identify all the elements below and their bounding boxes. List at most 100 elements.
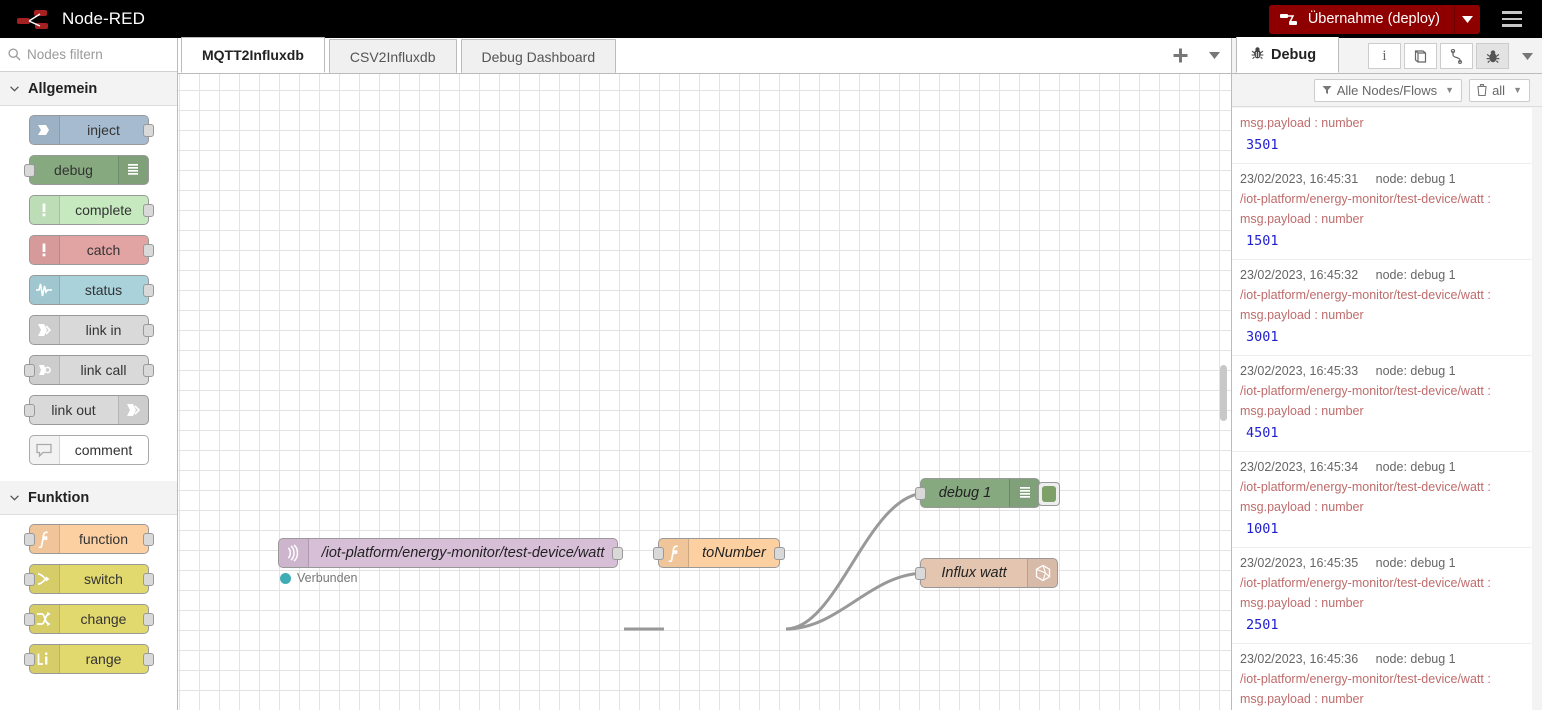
debug-message[interactable]: msg.payload : number 3501: [1232, 108, 1533, 164]
debug-message[interactable]: 23/02/2023, 16:45:36 node: debug 1 /iot-…: [1232, 644, 1533, 710]
palette-category-funktion[interactable]: Funktion: [0, 481, 177, 515]
palette-category-allgemein[interactable]: Allgemein: [0, 72, 177, 106]
debug-value: 1001: [1246, 521, 1279, 537]
palette-node-status[interactable]: status: [28, 275, 154, 305]
tab-debug[interactable]: Debug: [1236, 37, 1340, 73]
tab-debug-label: Debug: [1271, 46, 1317, 63]
palette-node-label: status: [84, 282, 123, 298]
palette-node-link-call[interactable]: link call: [23, 355, 154, 385]
palette-node-comment[interactable]: comment: [28, 435, 149, 465]
debug-clear-dropdown[interactable]: all ▼: [1469, 78, 1530, 102]
caret-down-icon: [1208, 51, 1220, 59]
caret-down-icon: ▼: [1513, 85, 1522, 95]
config-nodes-icon[interactable]: [1440, 43, 1473, 69]
debug-panel-icon[interactable]: [1476, 43, 1509, 69]
palette-node-link-in[interactable]: link in: [28, 315, 154, 345]
flow-tab-CSV2Influxdb[interactable]: CSV2Influxdb: [328, 39, 457, 73]
debug-property: msg.payload : number: [1240, 116, 1364, 130]
debug-message[interactable]: 23/02/2023, 16:45:34 node: debug 1 /iot-…: [1232, 452, 1533, 548]
debug-message-list[interactable]: msg.payload : number 3501 23/02/2023, 16…: [1232, 108, 1542, 710]
node-output-port[interactable]: [142, 573, 154, 586]
debug-message[interactable]: 23/02/2023, 16:45:33 node: debug 1 /iot-…: [1232, 356, 1533, 452]
node-input-port[interactable]: [23, 573, 35, 586]
debug-timestamp: 23/02/2023, 16:45:33: [1240, 364, 1359, 378]
node-input-port[interactable]: [915, 567, 926, 580]
palette-node-debug[interactable]: debug: [23, 155, 149, 185]
flow-tab-label: Debug Dashboard: [481, 48, 596, 65]
node-output-port[interactable]: [142, 244, 154, 257]
node-input-port[interactable]: [23, 533, 35, 546]
palette-node-range[interactable]: range: [23, 644, 154, 674]
debug-message-meta: 23/02/2023, 16:45:36 node: debug 1: [1240, 649, 1525, 669]
palette-category-body: function switch change range: [0, 515, 177, 690]
palette-search[interactable]: [0, 38, 177, 72]
link-out-icon: [117, 396, 148, 424]
deploy-options-button[interactable]: [1454, 4, 1480, 34]
palette-node-label: range: [85, 651, 122, 667]
node-output-port[interactable]: [142, 204, 154, 217]
debug-output-toggle[interactable]: [1038, 482, 1060, 506]
palette-node-change[interactable]: change: [23, 604, 154, 634]
palette-node-label: change: [80, 611, 127, 627]
main-menu-button[interactable]: [1490, 0, 1534, 38]
node-output-port[interactable]: [142, 613, 154, 626]
trash-icon: [1477, 84, 1487, 96]
node-input-port[interactable]: [23, 364, 35, 377]
debug-timestamp: 23/02/2023, 16:45:36: [1240, 652, 1359, 666]
node-input-port[interactable]: [653, 547, 664, 560]
node-input-port[interactable]: [915, 487, 926, 500]
deploy-button[interactable]: Übernahme (deploy): [1268, 4, 1454, 34]
flow-node-mqtt-in[interactable]: /iot-platform/energy-monitor/test-device…: [278, 538, 623, 568]
node-output-port[interactable]: [142, 324, 154, 337]
node-input-port[interactable]: [23, 653, 35, 666]
debug-message[interactable]: 23/02/2023, 16:45:35 node: debug 1 /iot-…: [1232, 548, 1533, 644]
node-input-port[interactable]: [23, 613, 35, 626]
palette-node-catch[interactable]: catch: [28, 235, 154, 265]
flow-node-to-number[interactable]: toNumber: [653, 538, 785, 568]
palette-node-switch[interactable]: switch: [23, 564, 154, 594]
search-input[interactable]: [27, 47, 167, 62]
flow-tab-MQTT2Influxdb[interactable]: MQTT2Influxdb: [181, 37, 325, 73]
link-in-icon: [29, 316, 60, 344]
palette-node-label: link in: [85, 322, 122, 338]
sidebar-more-button[interactable]: [1512, 43, 1542, 69]
flow-canvas[interactable]: /iot-platform/energy-monitor/test-device…: [178, 74, 1231, 710]
palette-category-label: Funktion: [28, 489, 90, 506]
debug-topic: /iot-platform/energy-monitor/test-device…: [1240, 576, 1491, 590]
add-flow-button[interactable]: [1163, 37, 1197, 73]
help-book-icon[interactable]: [1404, 43, 1437, 69]
debug-message-meta: 23/02/2023, 16:45:31 node: debug 1: [1240, 169, 1525, 189]
flow-list-button[interactable]: [1197, 37, 1231, 73]
debug-message-meta: 23/02/2023, 16:45:34 node: debug 1: [1240, 457, 1525, 477]
canvas-vertical-scrollbar[interactable]: [1220, 365, 1227, 421]
palette-node-function[interactable]: function: [23, 524, 154, 554]
node-input-port[interactable]: [23, 164, 35, 177]
exclamation-icon: [29, 236, 60, 264]
debug-topic: /iot-platform/energy-monitor/test-device…: [1240, 288, 1491, 302]
debug-filter-dropdown[interactable]: Alle Nodes/Flows ▼: [1313, 78, 1463, 102]
debug-message[interactable]: 23/02/2023, 16:45:31 node: debug 1 /iot-…: [1232, 164, 1533, 260]
debug-scrollbar[interactable]: [1532, 108, 1542, 710]
info-icon[interactable]: i: [1368, 43, 1401, 69]
flow-node-influx-watt[interactable]: Influx watt: [915, 558, 1058, 588]
debug-property: msg.payload : number: [1240, 212, 1364, 226]
debug-message[interactable]: 23/02/2023, 16:45:32 node: debug 1 /iot-…: [1232, 260, 1533, 356]
palette-node-link-out[interactable]: link out: [23, 395, 149, 425]
app-header: Node-RED Übernahme (deploy): [0, 0, 1542, 38]
flow-tab-Debug-Dashboard[interactable]: Debug Dashboard: [460, 39, 617, 73]
plus-icon: [1173, 48, 1187, 62]
flow-node-debug-1[interactable]: debug 1: [915, 478, 1060, 508]
chevron-down-icon: [10, 492, 19, 504]
node-input-port[interactable]: [23, 404, 35, 417]
node-output-port[interactable]: [142, 284, 154, 297]
node-output-port[interactable]: [612, 547, 623, 560]
node-output-port[interactable]: [142, 533, 154, 546]
palette-node-inject[interactable]: inject: [28, 115, 154, 145]
deploy-label: Übernahme (deploy): [1307, 11, 1440, 27]
node-output-port[interactable]: [774, 547, 785, 560]
node-output-port[interactable]: [142, 653, 154, 666]
node-output-port[interactable]: [142, 364, 154, 377]
palette-node-complete[interactable]: complete: [28, 195, 154, 225]
node-output-port[interactable]: [142, 124, 154, 137]
